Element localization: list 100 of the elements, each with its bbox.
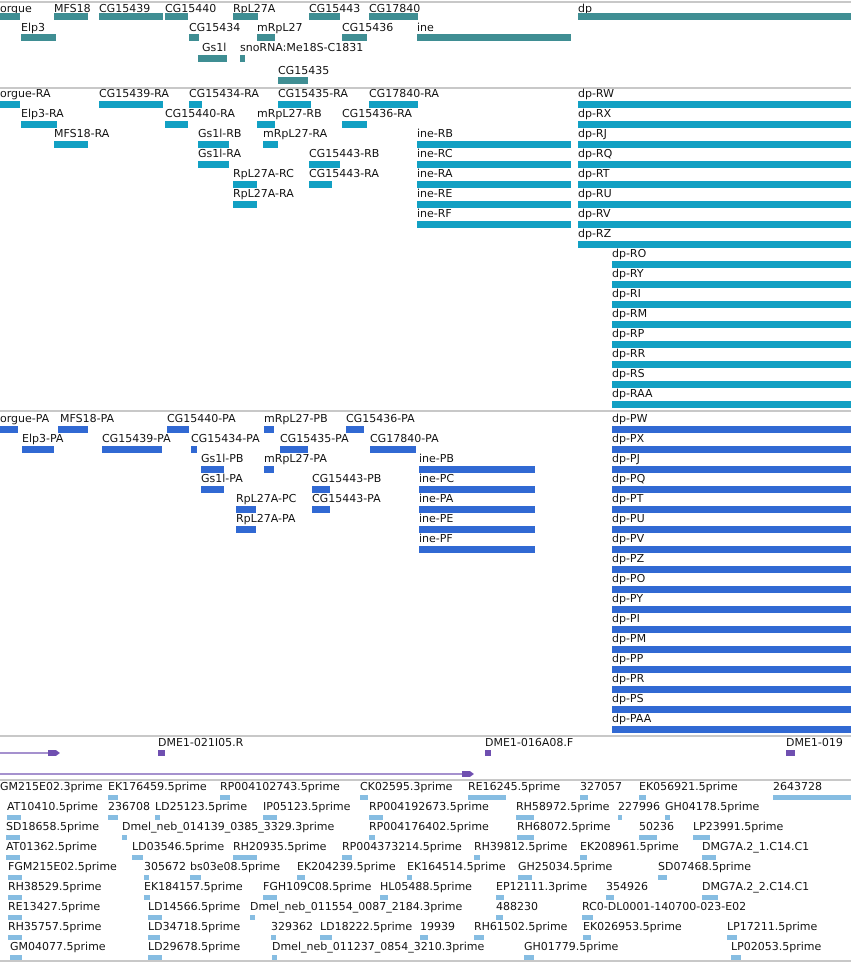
feature-label: CG15439-RA xyxy=(99,87,169,100)
feature-label: CG15443-PA xyxy=(312,492,381,505)
feature-label: EK164514.5prime xyxy=(407,860,506,873)
feature-label: RE16245.5prime xyxy=(468,780,560,793)
feature-label: CG15439-PA xyxy=(102,432,171,445)
feature-label: GH04178.5prime xyxy=(665,800,760,813)
feature-label: CG15434 xyxy=(189,21,240,34)
feature-label: 19939 xyxy=(420,920,455,933)
feature-label: LD34718.5prime xyxy=(148,920,240,933)
feature-label: Gs1l-PA xyxy=(201,472,243,485)
feature-label: LD25123.5prime xyxy=(155,800,248,813)
feature-label: CG15436-PA xyxy=(346,412,415,425)
feature-label: Elp3 xyxy=(21,21,45,34)
feature-label: dp-RX xyxy=(578,107,612,120)
feature-label: dp-RT xyxy=(578,167,610,180)
feature-label: MFS18-PA xyxy=(60,412,114,425)
feature-label: dp-PS xyxy=(612,692,644,705)
feature-label: dp-PM xyxy=(612,632,646,645)
feature-label: LD18222.5prime xyxy=(320,920,412,933)
feature-label: CG15440-PA xyxy=(167,412,236,425)
feature-label: RH39812.5prime xyxy=(474,840,568,853)
feature-label: RH20935.5prime xyxy=(233,840,326,853)
feature-label: dp-PV xyxy=(612,532,644,545)
feature-label: RH68072.5prime xyxy=(517,820,610,833)
feature-label: LP17211.5prime xyxy=(727,920,818,933)
feature-label: dp-RZ xyxy=(578,227,612,240)
feature-label: ine-RB xyxy=(417,127,453,140)
feature-label: 50236 xyxy=(639,820,674,833)
feature-label: dp-PR xyxy=(612,672,644,685)
feature-label: mRpL27-RB xyxy=(257,107,322,120)
feature-label: CG15434-RA xyxy=(189,87,259,100)
feature-label: 329362 xyxy=(271,920,313,933)
feature-label: CG15436 xyxy=(342,21,394,34)
feature-label: Dmel_neb_011554_0087_2184.3prime xyxy=(250,900,462,913)
feature-label: LD14566.5prime xyxy=(148,900,240,913)
feature-label: RP004176402.5prime xyxy=(369,820,489,833)
feature-label: CG15443-RA xyxy=(309,167,379,180)
feature-label: CG17840-PA xyxy=(370,432,439,445)
feature-label: HL05488.5prime xyxy=(380,880,472,893)
feature-label: ine xyxy=(417,21,434,34)
feature-label: dp-RY xyxy=(612,267,644,280)
feature-label: CG15439 xyxy=(99,2,150,15)
feature-label: GH01779.5prime xyxy=(524,940,618,953)
feature-label: CG15443 xyxy=(309,2,360,15)
feature-label: ine-PC xyxy=(419,472,454,485)
feature-label: ine-PB xyxy=(419,452,454,465)
feature-label: EK056921.5prime xyxy=(639,780,738,793)
feature-label: RP004373214.5prime xyxy=(342,840,462,853)
feature-label: CG15434-PA xyxy=(191,432,260,445)
feature-label: ine-PE xyxy=(419,512,454,525)
feature-label: EK184157.5prime xyxy=(144,880,243,893)
feature-label: CG15443-RB xyxy=(309,147,380,160)
feature-label: dp-PQ xyxy=(612,472,646,485)
feature-label: EP12111.3prime xyxy=(496,880,588,893)
feature-label: GH25034.5prime xyxy=(518,860,612,873)
feature-label: dp-PO xyxy=(612,572,646,585)
feature-label: RpL27A-RA xyxy=(233,187,294,200)
feature-label: dp-PI xyxy=(612,612,640,625)
feature-label: dp-PW xyxy=(612,412,648,425)
feature-label: 354926 xyxy=(606,880,648,893)
feature-label: dp-RW xyxy=(578,87,614,100)
feature-label: DME1-021I05.R xyxy=(158,736,244,749)
feature-label: bs03e08.5prime xyxy=(190,860,280,873)
feature-label: EK204239.5prime xyxy=(297,860,396,873)
feature-label: Elp3-RA xyxy=(21,107,64,120)
feature-label: RH38529.5prime xyxy=(8,880,102,893)
feature-label: RpL27A-PC xyxy=(236,492,296,505)
feature-label: dp-PT xyxy=(612,492,644,505)
feature-label: ine-PF xyxy=(419,532,453,545)
feature-label: IP05123.5prime xyxy=(263,800,350,813)
feature-label: dp-PX xyxy=(612,432,644,445)
feature-label: mRpL27-PB xyxy=(264,412,328,425)
feature-label: EK026953.5prime xyxy=(583,920,682,933)
feature-label: dp-RR xyxy=(612,347,646,360)
feature-label: CG17840 xyxy=(369,2,420,15)
feature-label: CG15436-RA xyxy=(342,107,412,120)
feature-label: RH58972.5prime xyxy=(516,800,610,813)
feature-label: MFS18-RA xyxy=(54,127,110,140)
feature-label: LD29678.5prime xyxy=(148,940,240,953)
feature-label: RP004102743.5prime xyxy=(220,780,340,793)
feature-label: DME1-016A08.F xyxy=(485,736,574,749)
feature-label: 2643728 xyxy=(773,780,822,793)
feature-label: DMG7A.2_1.C14.C1 xyxy=(702,840,810,853)
feature-label: snoRNA:Me18S-C1831 xyxy=(240,41,364,54)
feature-label: orgue xyxy=(0,2,32,15)
feature-label: LD03546.5prime xyxy=(132,840,224,853)
feature-label: orgue-RA xyxy=(0,87,50,100)
feature-label: GM215E02.3prime xyxy=(0,780,102,793)
feature-label: ine-RC xyxy=(417,147,453,160)
feature-label: CG15435-PA xyxy=(280,432,349,445)
feature-label: RC0-DL0001-140700-023-E02 xyxy=(582,900,746,913)
feature-label: dp-RP xyxy=(612,327,644,340)
feature-label: FGM215E02.5prime xyxy=(8,860,117,873)
feature-label: dp-PZ xyxy=(612,552,644,565)
feature-label: CG15435-RA xyxy=(278,87,348,100)
feature-label: dp-RO xyxy=(612,247,646,260)
feature-label: SD18658.5prime xyxy=(6,820,99,833)
feature-label: 488230 xyxy=(496,900,538,913)
feature-label: RpL27A-PA xyxy=(236,512,296,525)
feature-label: Gs1l-RB xyxy=(198,127,242,140)
